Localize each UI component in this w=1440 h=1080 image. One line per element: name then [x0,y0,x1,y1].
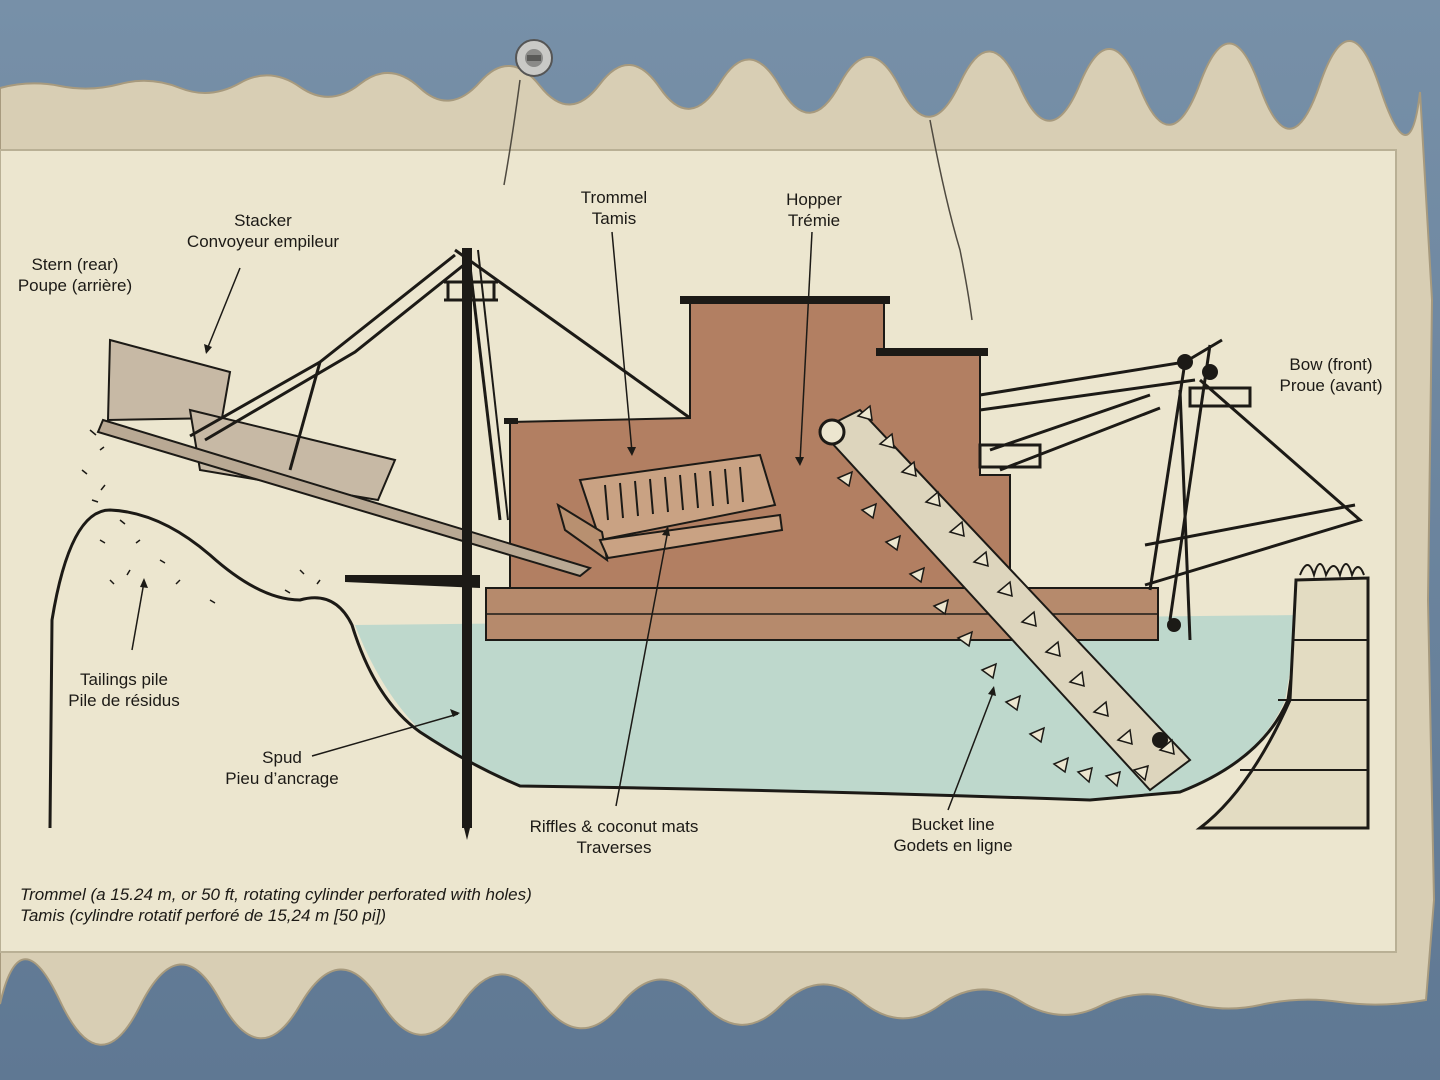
hopper-label-fr: Trémie [787,211,841,230]
crack [503,79,521,186]
crack [929,119,973,321]
trommel-label: Trommel Tamis [581,187,647,229]
caption: Trommel (a 15.24 m, or 50 ft, rotating c… [20,884,532,926]
tailings-label: Tailings pile Pile de résidus [68,669,180,711]
trommel-label-fr: Tamis [591,209,637,228]
riffles-label: Riffles & coconut mats Traverses [530,816,699,858]
hopper-label: Hopper Trémie [786,189,842,231]
tailings-pile-outline [48,508,1302,829]
stacker-label: Stacker Convoyeur empileur [187,210,339,252]
spud-label-en: Spud [262,748,302,767]
river-bank [1195,563,1370,830]
riffles-label-en: Riffles & coconut mats [529,817,699,836]
bow-gantry [979,338,1364,641]
screw-icon [515,39,553,77]
spud [462,248,472,828]
caption-en: Trommel (a 15.24 m, or 50 ft, rotating c… [20,885,532,904]
stacker-boom [189,248,691,471]
stern-label-fr: Poupe (arrière) [17,276,133,295]
stacker-label-en: Stacker [234,211,292,230]
tailings-label-fr: Pile de résidus [68,691,180,710]
bucket-line-label-en: Bucket line [911,815,995,834]
stern-label-en: Stern (rear) [31,255,119,274]
arrowheads [140,344,996,717]
spud-label: Spud Pieu d’ancrage [225,747,338,789]
trommel [556,453,784,563]
bow-label-fr: Proue (avant) [1279,376,1383,395]
bucket-line [818,404,1192,792]
riffles-label-fr: Traverses [576,838,652,857]
bow-label: Bow (front) Proue (avant) [1280,354,1383,396]
caption-fr: Tamis (cylindre rotatif perforé de 15,24… [20,906,386,925]
tailings-speckles [81,429,321,604]
leader-arrows [131,231,995,811]
bucket-line-label-fr: Godets en ligne [893,836,1013,855]
stacker-label-fr: Convoyeur empileur [186,232,340,251]
bow-label-en: Bow (front) [1289,355,1373,374]
tailings-label-en: Tailings pile [80,670,168,689]
hopper-label-en: Hopper [786,190,842,209]
stern-label: Stern (rear) Poupe (arrière) [18,254,132,296]
trommel-label-en: Trommel [580,188,648,207]
spud-label-fr: Pieu d’ancrage [225,769,339,788]
bucket-line-label: Bucket line Godets en ligne [893,814,1012,856]
